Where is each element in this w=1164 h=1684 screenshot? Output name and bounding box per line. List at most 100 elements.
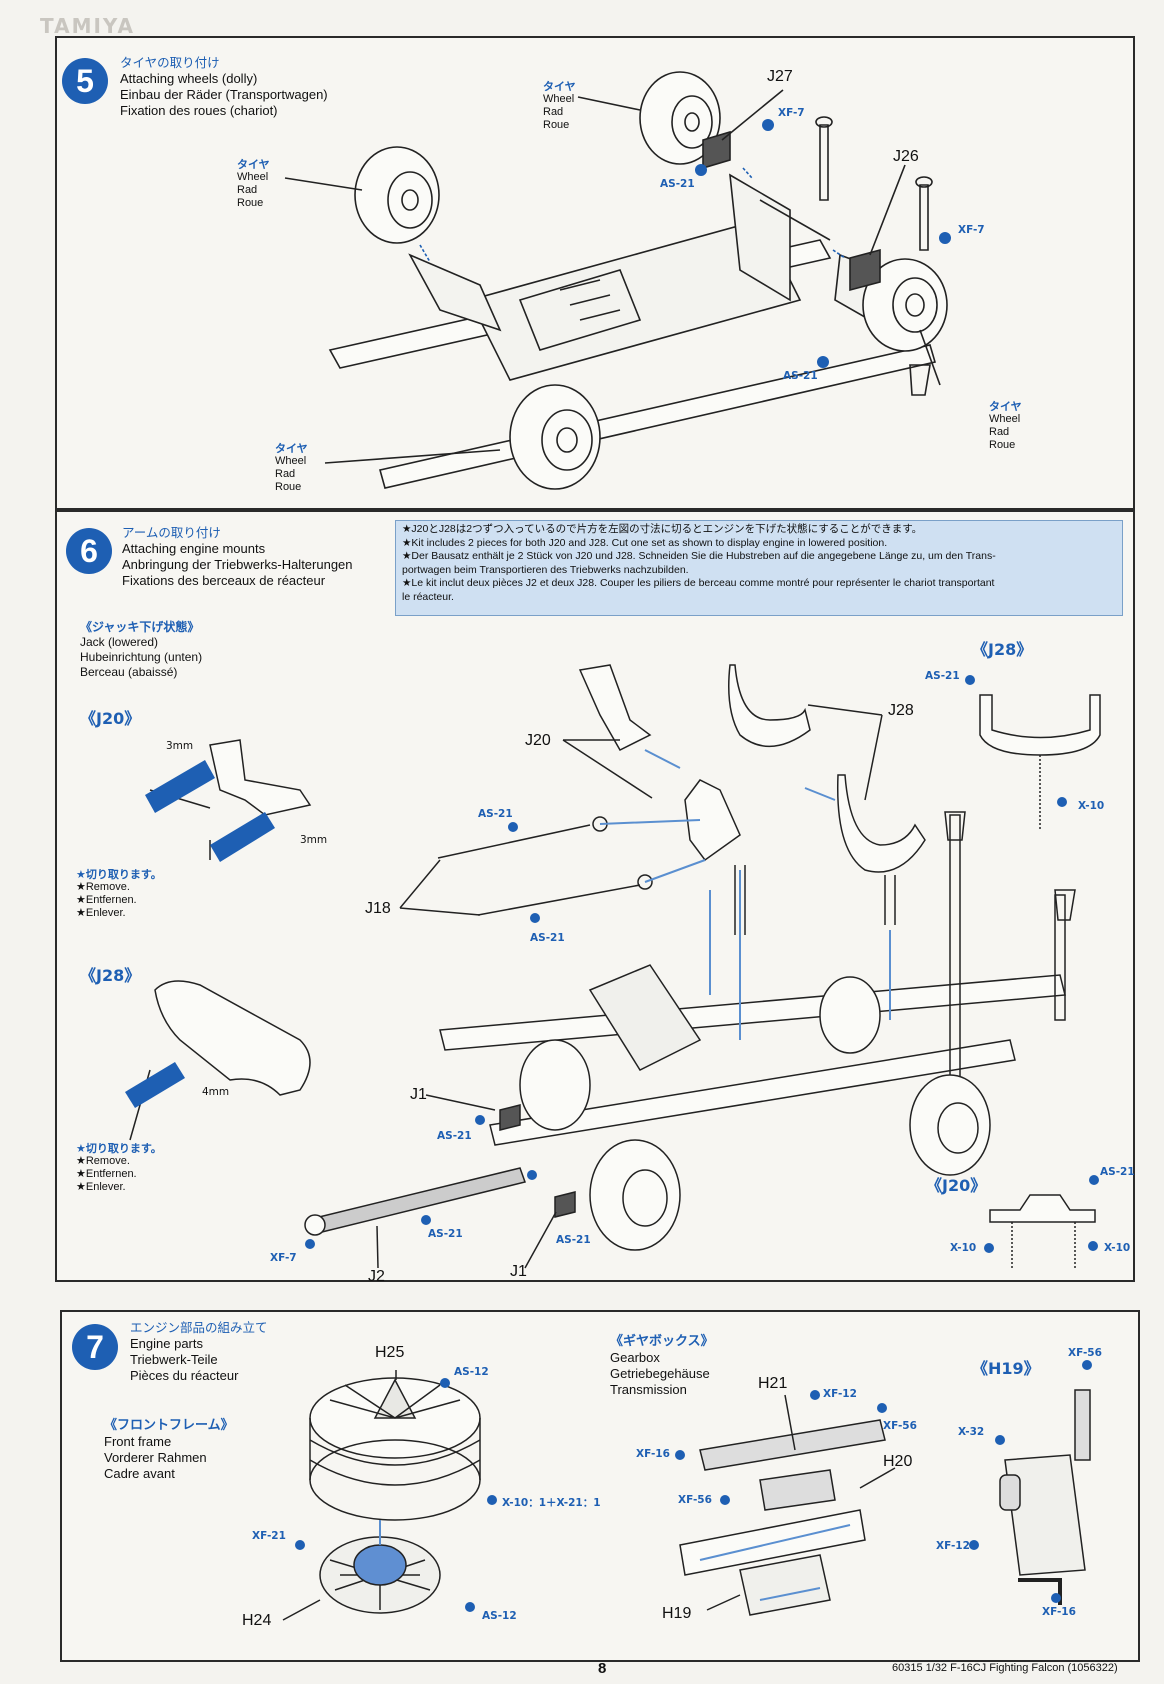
step-7-title: エンジン部品の組み立て Engine parts Triebwerk-Teile… [130, 1320, 268, 1384]
part-j1-a: J1 [410, 1086, 427, 1103]
paint-as21-rod-a: AS-21 [478, 808, 513, 820]
remove-jp: ★切り取ります。 [76, 1142, 162, 1155]
note-line-1: ★J20とJ28は2つずつ入っているので片方を左図の寸法に切るとエンジンを下げた… [402, 523, 923, 535]
wheel-label-jp: タイヤ [989, 400, 1022, 413]
sub-j28-right: 《J28》 [972, 640, 1033, 659]
step-7-title-en: Engine parts [130, 1336, 203, 1351]
dim-3mm-a: 3mm [166, 740, 194, 752]
paint-mix-x10-x21: X-10：1＋X-21：1 [502, 1497, 601, 1509]
sub-h19: 《H19》 [972, 1359, 1040, 1378]
paint-xf16-b: XF-16 [1042, 1606, 1076, 1618]
step-5-title-en: Attaching wheels (dolly) [120, 71, 258, 86]
step-7-panel [60, 1310, 1140, 1662]
footer-reference: 60315 1/32 F-16CJ Fighting Falcon (10563… [892, 1662, 1118, 1674]
paint-as21-j2: AS-21 [428, 1228, 463, 1240]
jack-fr: Berceau (abaissé) [80, 665, 178, 679]
paint-as12-b: AS-12 [482, 1610, 517, 1622]
dim-3mm-b: 3mm [300, 834, 328, 846]
remove-fr: ★Enlever. [76, 907, 126, 919]
wheel-label-fr: Roue [275, 481, 302, 493]
part-j18: J18 [365, 900, 391, 917]
jack-en: Jack (lowered) [80, 635, 159, 649]
part-h24: H24 [242, 1612, 272, 1629]
step-6-note: ★J20とJ28は2つずつ入っているので片方を左図の寸法に切るとエンジンを下げた… [395, 520, 1123, 616]
paint-as21-b: AS-21 [783, 370, 818, 382]
note-line-6: le réacteur. [402, 590, 454, 603]
step-6-title-fr: Fixations des berceaux de réacteur [122, 573, 326, 588]
wheel-label-en: Wheel [989, 413, 1021, 425]
wheel-label-1: タイヤ Wheel Rad Roue [237, 158, 270, 210]
paint-as21-a: AS-21 [660, 178, 695, 190]
note-line-3: ★Der Bausatz enthält je 2 Stück von J20 … [402, 550, 996, 562]
remove-fr: ★Enlever. [76, 1181, 126, 1193]
front-frame-label: 《フロントフレーム》 Front frame Vorderer Rahmen C… [104, 1418, 234, 1482]
sub-j20: 《J20》 [80, 709, 141, 728]
step-7-title-jp: エンジン部品の組み立て [130, 1320, 268, 1335]
wheel-label-jp: タイヤ [237, 158, 270, 171]
part-h19: H19 [662, 1605, 692, 1622]
part-h25: H25 [375, 1344, 405, 1361]
step-7-title-fr: Pièces du réacteur [130, 1368, 239, 1383]
step-6-title-en: Attaching engine mounts [122, 541, 266, 556]
step-5-title-fr: Fixation des roues (chariot) [120, 103, 278, 118]
wheel-label-fr: Roue [237, 197, 264, 209]
gearbox-de: Getriebegehäuse [610, 1366, 710, 1381]
front-de: Vorderer Rahmen [104, 1450, 207, 1465]
step-7-title-de: Triebwerk-Teile [130, 1352, 218, 1367]
part-j20: J20 [525, 732, 551, 749]
paint-as12-a: AS-12 [454, 1366, 489, 1378]
remove-de: ★Entfernen. [76, 894, 137, 906]
wheel-label-4: タイヤ Wheel Rad Roue [275, 442, 308, 494]
front-fr: Cadre avant [104, 1466, 175, 1481]
paint-as21-j20: AS-21 [1100, 1166, 1135, 1178]
part-j28: J28 [888, 702, 914, 719]
paint-x32: X-32 [958, 1426, 985, 1438]
step-6-number: 6 [66, 528, 112, 574]
step-5-title-jp: タイヤの取り付け [120, 55, 220, 70]
front-en: Front frame [104, 1434, 172, 1449]
paint-x10-j20-b: X-10 [1104, 1242, 1131, 1254]
paint-x10-j28: X-10 [1078, 800, 1105, 812]
wheel-label-jp: タイヤ [275, 442, 308, 455]
paint-xf12-b: XF-12 [936, 1540, 970, 1552]
wheel-label-3: タイヤ Wheel Rad Roue [989, 400, 1022, 452]
gearbox-fr: Transmission [610, 1382, 687, 1397]
paint-xf21: XF-21 [252, 1530, 286, 1542]
dim-4mm: 4mm [202, 1086, 230, 1098]
remove-note-2: ★切り取ります。 ★Remove. ★Entfernen. ★Enlever. [76, 1142, 162, 1194]
sub-j28: 《J28》 [80, 966, 141, 985]
wheel-label-jp: タイヤ [543, 80, 576, 93]
step-6-title-jp: アームの取り付け [122, 525, 221, 540]
paint-xf7: XF-7 [270, 1252, 297, 1264]
paint-x10-j20-a: X-10 [950, 1242, 977, 1254]
gearbox-jp: 《ギヤボックス》 [610, 1334, 714, 1349]
part-h21: H21 [758, 1375, 788, 1392]
brand-logo: TAMIYA [40, 14, 135, 38]
wheel-label-en: Wheel [275, 455, 307, 467]
note-line-2: ★Kit includes 2 pieces for both J20 and … [402, 536, 888, 549]
paint-xf56-b: XF-56 [678, 1494, 712, 1506]
note-line-4: portwagen beim Transportieren des Triebw… [402, 563, 689, 576]
step-5-title-de: Einbau der Räder (Transportwagen) [120, 87, 328, 102]
front-jp: 《フロントフレーム》 [104, 1418, 234, 1433]
gearbox-label: 《ギヤボックス》 Gearbox Getriebegehäuse Transmi… [610, 1334, 714, 1398]
remove-en: ★Remove. [76, 881, 130, 893]
wheel-label-fr: Roue [543, 119, 570, 131]
paint-as21-j1: AS-21 [437, 1130, 472, 1142]
gearbox-en: Gearbox [610, 1350, 660, 1365]
sub-j20-right: 《J20》 [926, 1176, 987, 1195]
paint-xf56-a: XF-56 [883, 1420, 917, 1432]
paint-as21-rod-b: AS-21 [530, 932, 565, 944]
paint-as21-j28: AS-21 [925, 670, 960, 682]
remove-en: ★Remove. [76, 1155, 130, 1167]
part-j27: J27 [767, 68, 793, 85]
wheel-label-de: Rad [275, 468, 296, 480]
paint-xf7-b: XF-7 [958, 224, 985, 236]
wheel-label-de: Rad [543, 106, 564, 118]
step-5-number: 5 [62, 58, 108, 104]
wheel-label-de: Rad [989, 426, 1010, 438]
jack-jp: 《ジャッキ下げ状態》 [80, 620, 200, 634]
part-j2: J2 [368, 1268, 385, 1285]
